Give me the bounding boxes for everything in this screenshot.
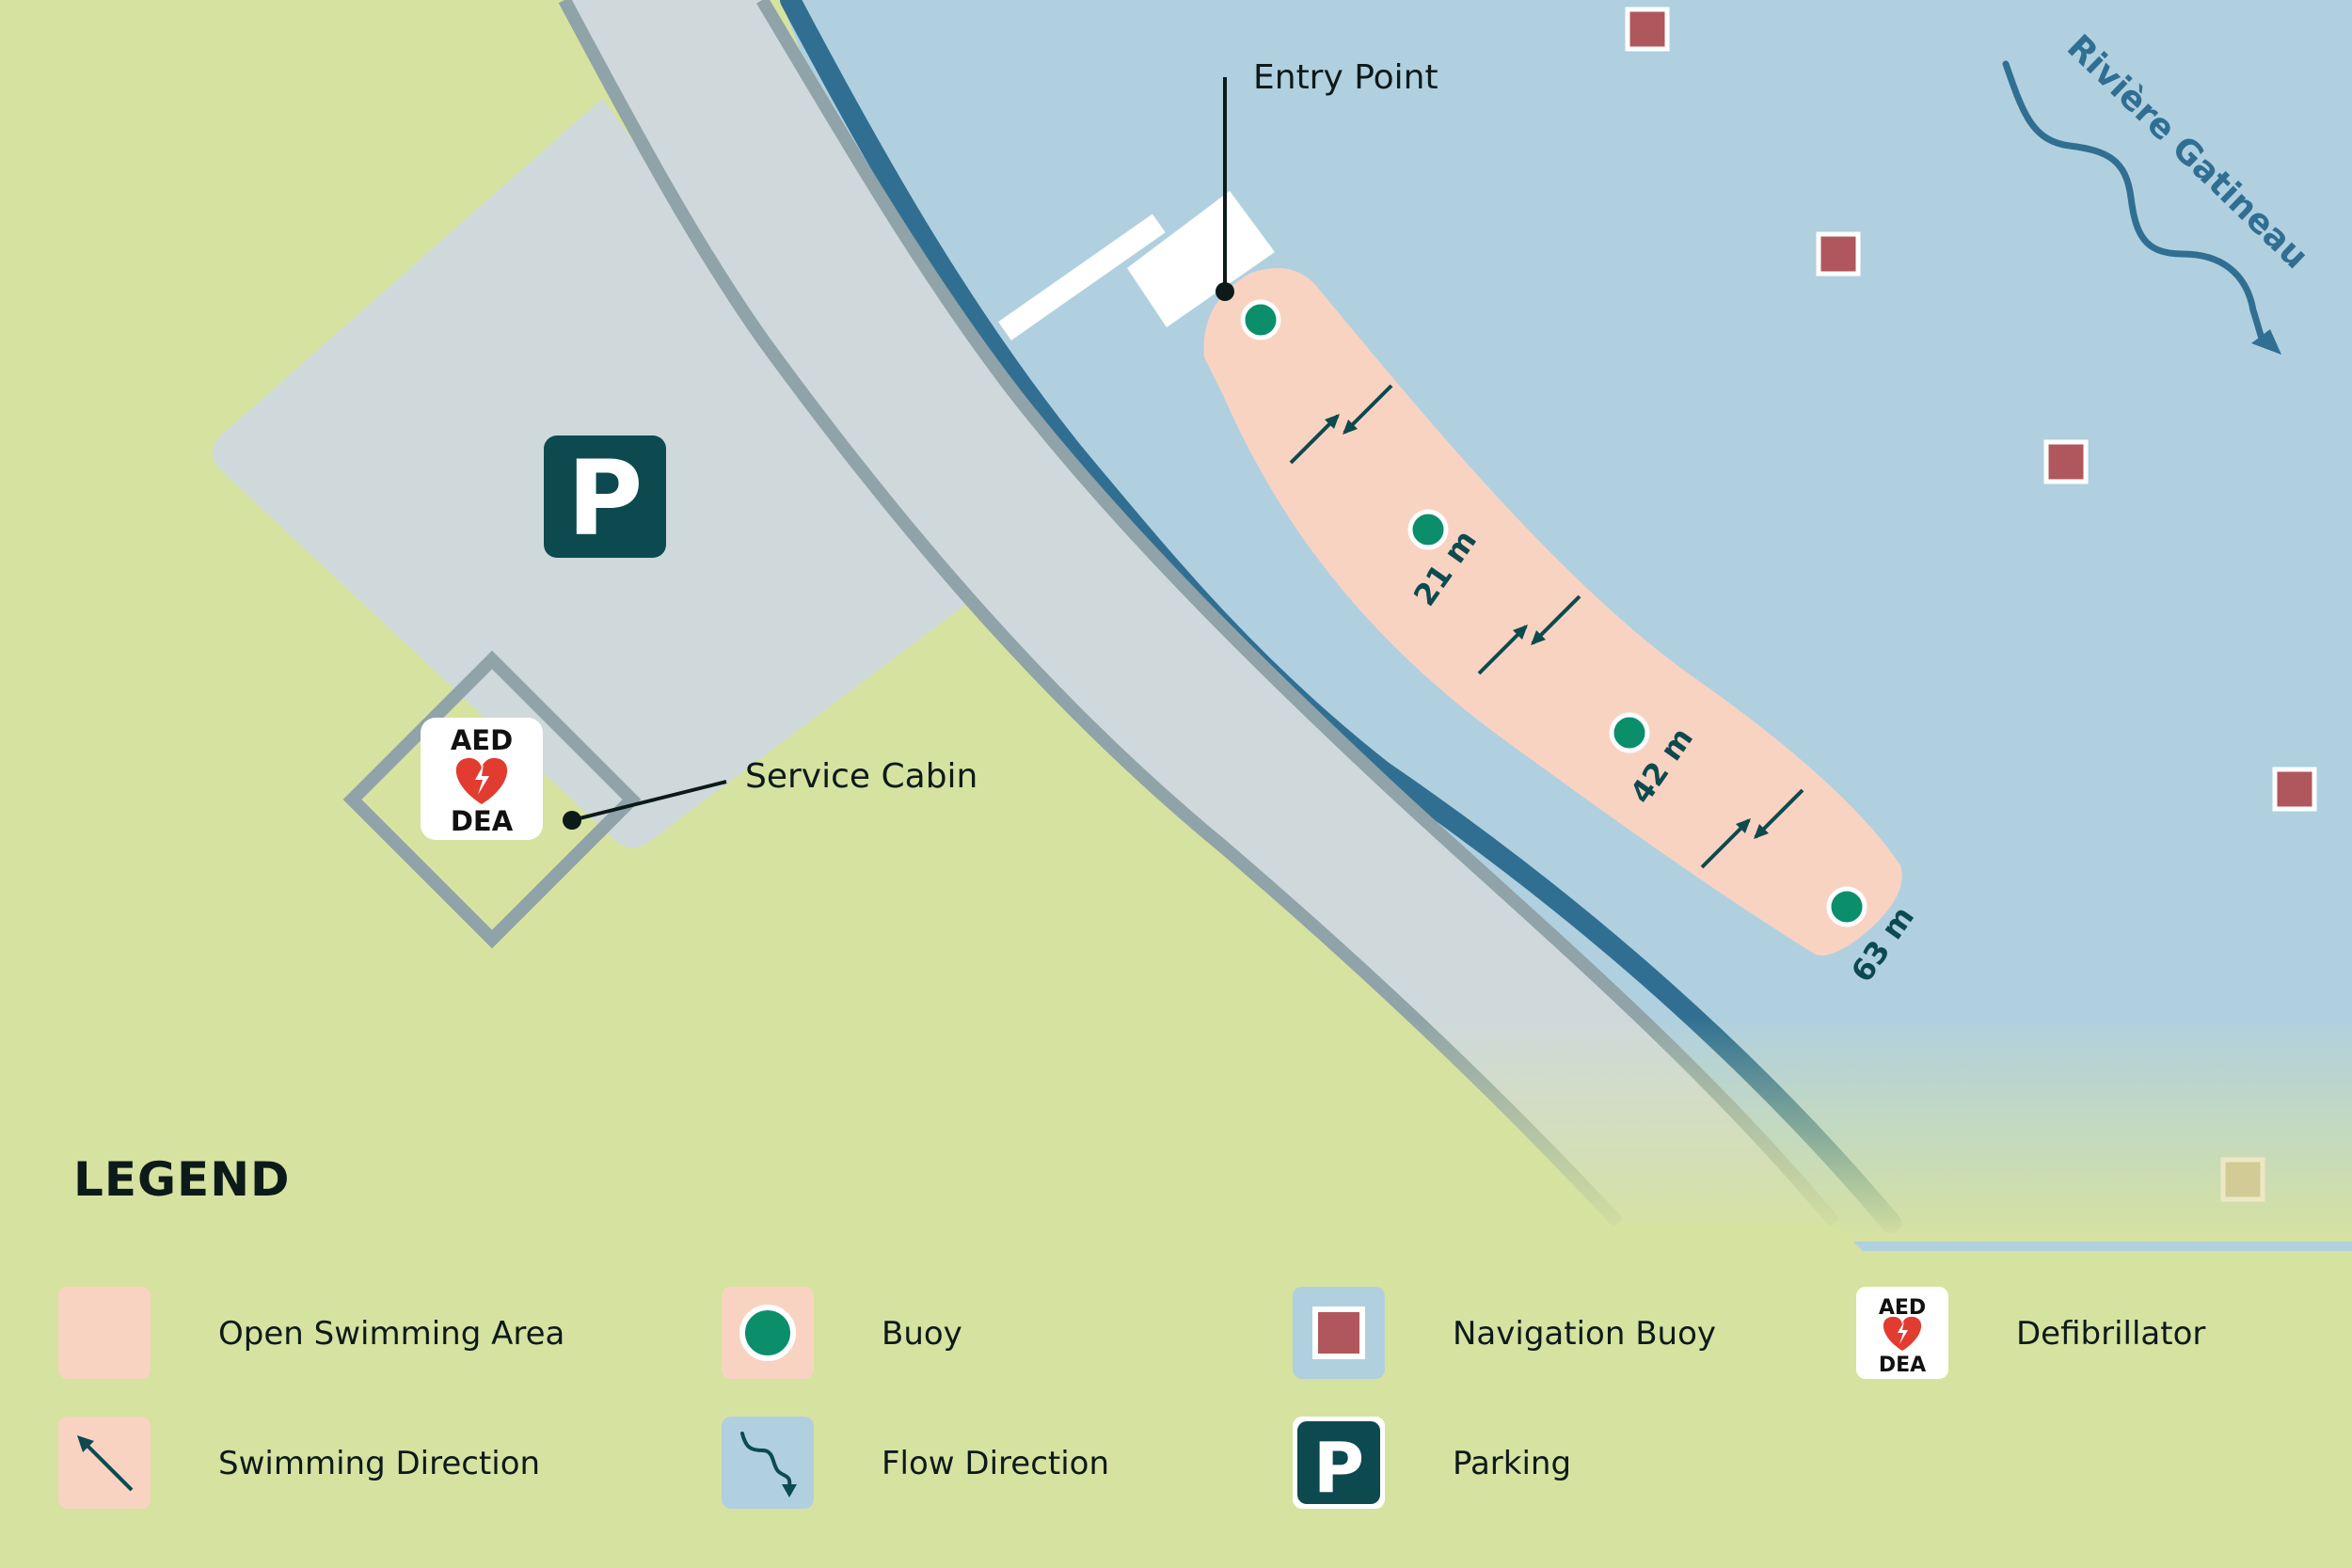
buoy-4 (1826, 886, 1867, 927)
legend-label: Swimming Direction (218, 1445, 541, 1482)
parking-letter: P (567, 438, 644, 559)
entry-dock (998, 191, 1275, 341)
entry-point-label: Entry Point (1253, 58, 1438, 97)
buoys (1240, 299, 1867, 927)
open-swimming-area (1203, 268, 1902, 956)
legend-aed-top: AED (1879, 1296, 1926, 1320)
legend-title: LEGEND (73, 1152, 291, 1207)
aed-icon: AED DEA (1856, 1287, 1948, 1379)
buoy-1 (1240, 299, 1281, 341)
legend-parking-letter: P (1313, 1428, 1364, 1509)
nav-buoy-1 (1625, 7, 1670, 52)
navigation-buoy-icon (1293, 1287, 1385, 1379)
pathway-edge-east (755, 0, 1840, 1227)
navigation-buoys (1625, 7, 2317, 1202)
legend-label: Buoy (882, 1315, 962, 1353)
legend-label: Flow Direction (882, 1445, 1110, 1482)
cabin-aed-icon: AED DEA (421, 718, 543, 840)
nav-buoy-5 (2220, 1157, 2265, 1202)
service-cabin-callout-line (571, 780, 727, 822)
nav-buoy-2 (1816, 231, 1861, 277)
legend-label: Parking (1453, 1445, 1572, 1482)
swimming-area-swatch (58, 1287, 151, 1379)
parking-icon: P (1293, 1417, 1385, 1509)
parking-sign: P (544, 436, 666, 559)
service-cabin-label: Service Cabin (745, 757, 978, 796)
legend-label: Open Swimming Area (218, 1315, 565, 1353)
legend-aed-bottom: DEA (1879, 1354, 1926, 1377)
aed-bottom-text: DEA (451, 805, 514, 837)
map-fade (0, 1016, 2352, 1242)
arrow-icon (58, 1417, 151, 1509)
buoy-2 (1407, 509, 1449, 550)
legend-label: Navigation Buoy (1453, 1315, 1716, 1353)
service-cabin-marker (563, 811, 581, 830)
entry-point-marker (1216, 282, 1234, 301)
wavy-arrow-icon (722, 1417, 814, 1509)
buoy-3 (1609, 712, 1650, 753)
aed-top-text: AED (451, 724, 513, 756)
buoy-icon (722, 1287, 814, 1379)
legend-label: Defibrillator (2016, 1315, 2206, 1353)
flow-direction-icon (2002, 60, 2281, 355)
nav-buoy-4 (2272, 767, 2317, 812)
nav-buoy-3 (2043, 439, 2089, 484)
